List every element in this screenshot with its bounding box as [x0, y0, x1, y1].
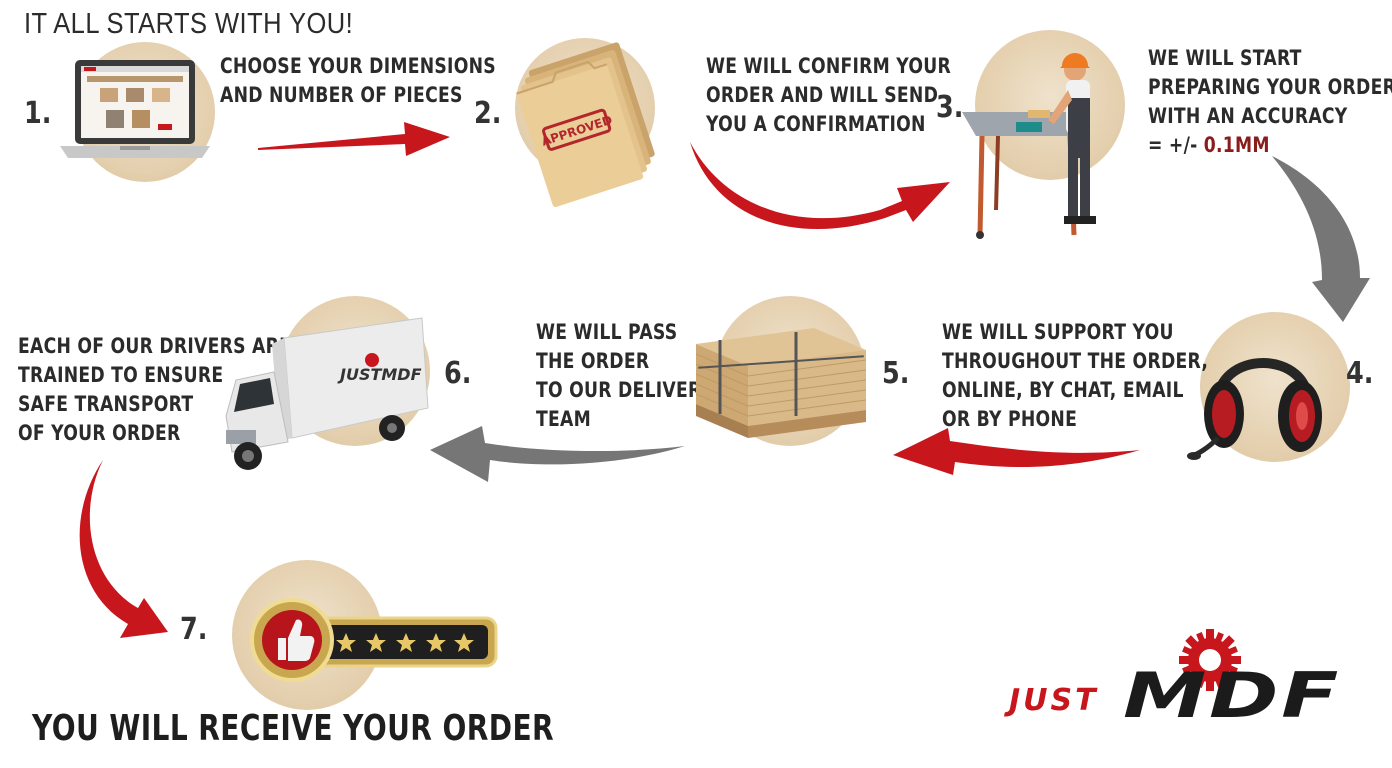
logo-just: JUST [1009, 683, 1099, 718]
table-saw-worker-icon [962, 53, 1096, 239]
step-6-number: 6. [444, 356, 472, 391]
arrow-2-to-3 [690, 142, 950, 230]
step-2-text: WE WILL CONFIRM YOUR ORDER AND WILL SEND… [706, 54, 952, 136]
arrow-4-to-5 [893, 428, 1140, 475]
step-3-disc [975, 30, 1125, 180]
step-5-number: 5. [882, 356, 910, 391]
van-logo: JUSTMDF [337, 365, 422, 384]
step-4-number: 4. [1346, 356, 1374, 391]
accuracy-value: 0.1MM [1203, 133, 1270, 157]
arrow-3-to-4 [1272, 156, 1370, 322]
pallet-boards-icon [695, 328, 867, 438]
step-5-text: WE WILL PASS THE ORDER TO OUR DELIVERY T… [536, 320, 714, 431]
step-3-number: 3. [936, 90, 964, 125]
arrow-1-to-2 [258, 122, 450, 156]
logo-mdf: MDF [1123, 659, 1342, 732]
step-3-text: WE WILL START PREPARING YOUR ORDER WITH … [1148, 44, 1392, 160]
approved-folders-icon: APPROVED [516, 42, 655, 207]
step-7-number: 7. [180, 612, 208, 647]
step-4-text: WE WILL SUPPORT YOU THROUGHOUT THE ORDER… [942, 320, 1209, 431]
gear-icon [1179, 629, 1241, 691]
laptop-icon [60, 60, 210, 158]
arrow-6-to-7 [79, 460, 168, 638]
accuracy-line: = +/- 0.1MM [1148, 131, 1392, 160]
brand-logo: JUST MDF [1005, 625, 1350, 732]
step-1-text: CHOOSE YOUR DIMENSIONS AND NUMBER OF PIE… [220, 54, 496, 107]
arrow-5-to-6 [430, 426, 685, 482]
step-1-number: 1. [24, 96, 52, 131]
final-message: YOU WILL RECEIVE YOUR ORDER [32, 708, 555, 749]
step-6-text: EACH OF OUR DRIVERS ARE TRAINED TO ENSUR… [18, 334, 292, 445]
page-title: IT ALL STARTS WITH YOU! [24, 8, 354, 40]
headset-icon [1187, 358, 1322, 460]
delivery-van-icon: JUSTMDF [225, 317, 429, 470]
step-2-number: 2. [474, 96, 502, 131]
accuracy-prefix: = +/- [1148, 133, 1204, 157]
thumbs-up-rating-icon [250, 598, 498, 682]
